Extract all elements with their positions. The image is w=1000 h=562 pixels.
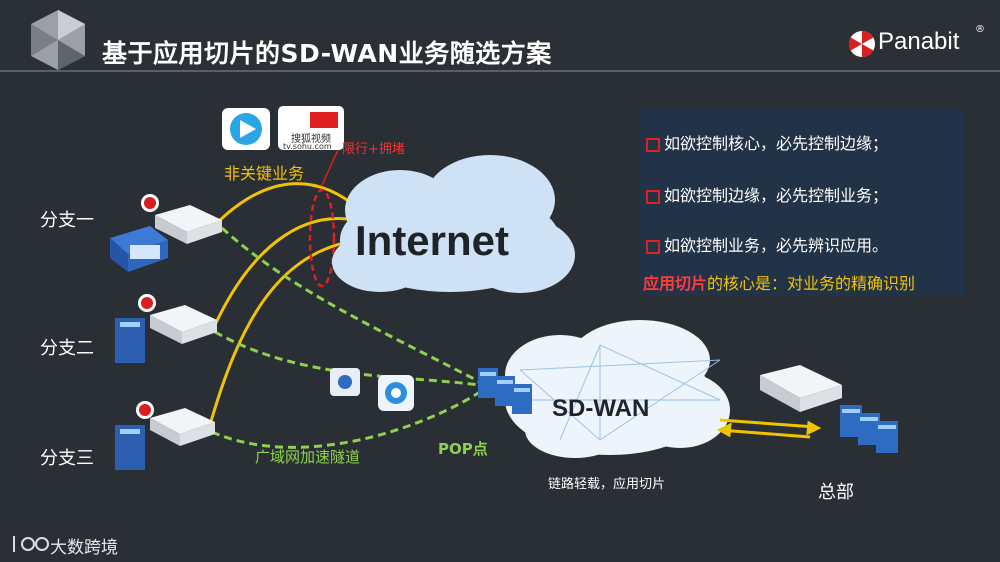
branch3-gateway-icon: [136, 401, 215, 446]
core-highlight: 应用切片: [643, 274, 707, 293]
pop-label: POP点: [438, 438, 488, 459]
principle-text-2: 如欲控制边缘，必先控制业务；: [664, 186, 888, 205]
chat-app-icon: [378, 375, 414, 411]
branch3-label: 分支三: [40, 444, 94, 470]
principle-item-2: 如欲控制边缘，必先控制业务；: [646, 182, 888, 206]
non-key-business-label: 非关键业务: [224, 160, 304, 184]
hq-device-icon: [760, 365, 842, 412]
youku-app-icon: [222, 108, 270, 150]
bullet-square-icon: [646, 240, 660, 254]
branch2-server-icon: [115, 318, 145, 363]
principle-item-1: 如欲控制核心，必先控制边缘；: [646, 130, 888, 154]
bullet-square-icon: [646, 138, 660, 152]
watermark-text: 大数跨境: [50, 533, 118, 558]
internet-label: Internet: [355, 217, 509, 265]
watermark-logo-icon: [14, 536, 48, 552]
principles-panel: 如欲控制核心，必先控制边缘； 如欲控制边缘，必先控制业务； 如欲控制业务，必先辨…: [640, 110, 965, 296]
link-balance-label: 链路轻载，应用切片: [548, 473, 665, 492]
sdwan-label: SD-WAN: [552, 395, 649, 423]
branch1-building-icon: [110, 226, 168, 272]
brand-name: Panabit: [878, 28, 959, 56]
bullet-square-icon: [646, 190, 660, 204]
branch2-label: 分支二: [40, 334, 94, 360]
hq-label: 总部: [818, 478, 854, 504]
branch2-gateway-icon: [138, 294, 217, 344]
title-divider: [0, 70, 1000, 72]
page-title: 基于应用切片的SD-WAN业务随选方案: [102, 34, 552, 70]
brand-registered-mark: ®: [975, 24, 985, 35]
sdwan-cloud-icon: [505, 320, 730, 458]
branch3-server-icon: [115, 425, 145, 470]
rate-limit-label: 限行+拥堵: [342, 138, 405, 157]
sohu-url-label: tv.sohu.com: [283, 142, 332, 151]
principle-text-1: 如欲控制核心，必先控制边缘；: [664, 134, 888, 153]
core-rest: 的核心是：对业务的精确识别: [707, 274, 915, 293]
wan-tunnel-label: 广域网加速隧道: [255, 446, 360, 467]
hq-link-arrows-icon: [720, 420, 818, 437]
core-statement: 应用切片的核心是：对业务的精确识别: [643, 270, 915, 294]
principle-text-3: 如欲控制业务，必先辨识应用。: [664, 236, 888, 255]
panabit-logo-icon: [849, 31, 875, 57]
hq-server-icon: [840, 405, 898, 453]
branch1-label: 分支一: [40, 206, 94, 232]
principle-item-3: 如欲控制业务，必先辨识应用。: [646, 232, 888, 256]
mail-app-icon: [330, 368, 360, 396]
slide-logo-icon: [31, 10, 85, 70]
